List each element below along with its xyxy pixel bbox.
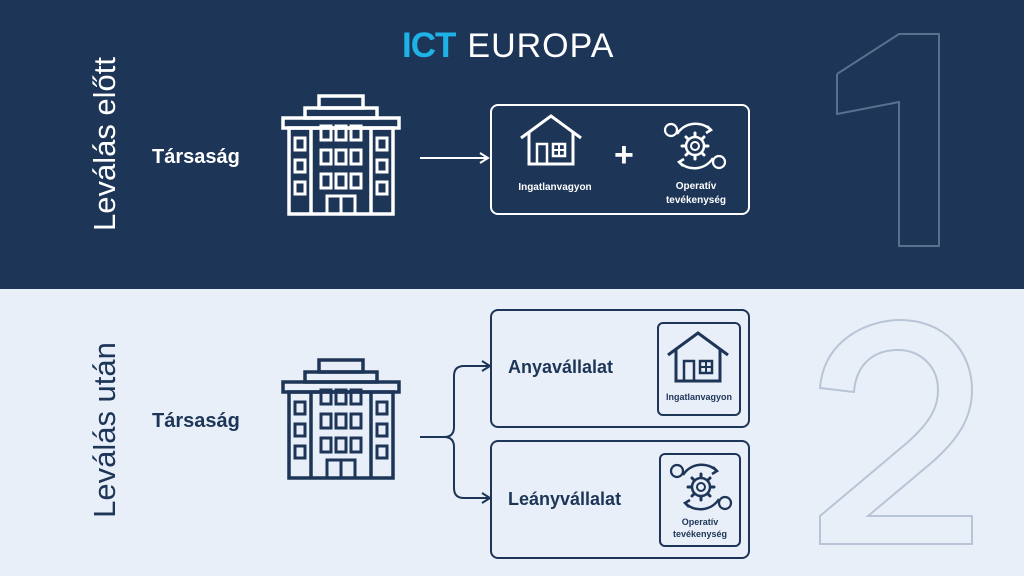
company-label-after: Társaság — [152, 410, 240, 432]
parent-asset-card — [657, 322, 741, 416]
gear-operations-icon-before — [663, 122, 727, 170]
parent-asset-label: Ingatlanvagyon — [665, 392, 732, 402]
parent-company-box — [490, 309, 750, 428]
operation-label-before-line2: tevékenység — [665, 195, 727, 206]
before-assets-box — [490, 104, 750, 215]
section-label-before: Leválás előtt — [87, 56, 122, 232]
house-icon-after — [666, 331, 730, 383]
gear-operations-icon-after — [669, 463, 733, 511]
operation-label-before-line1: Operatív — [675, 181, 717, 192]
company-label-before: Társaság — [152, 146, 240, 168]
subsidiary-operation-line1: Operatív — [681, 517, 719, 527]
ict-europa-logo: ICT EUROPA — [402, 26, 615, 65]
branch-arrows-icon — [420, 360, 492, 504]
operation-label-before: Operatív tevékenység — [650, 180, 742, 208]
logo-ict-text: ICT — [402, 26, 456, 65]
building-icon-after — [281, 358, 401, 480]
subsidiary-operation-line2: tevékenység — [672, 529, 728, 539]
subsidiary-label: Leányvállalat — [508, 489, 622, 509]
parent-company-label: Anyavállalat — [508, 357, 614, 377]
building-icon-before — [281, 94, 401, 216]
before-section — [0, 0, 1024, 289]
subsidiary-operation-label: Operatív tevékenység — [659, 516, 741, 540]
subsidiary-operation-card — [659, 453, 741, 547]
plus-sign: + — [614, 136, 634, 174]
after-section — [0, 289, 1024, 576]
big-number-2 — [818, 318, 974, 545]
asset-label-before: Ingatlanvagyon — [518, 182, 592, 193]
arrow-right-icon — [420, 152, 490, 164]
subsidiary-box — [490, 440, 750, 559]
house-icon-before — [519, 114, 583, 166]
section-label-after: Leválás után — [87, 342, 122, 518]
logo-europa-text: EUROPA — [467, 26, 615, 65]
big-number-1 — [836, 33, 940, 247]
